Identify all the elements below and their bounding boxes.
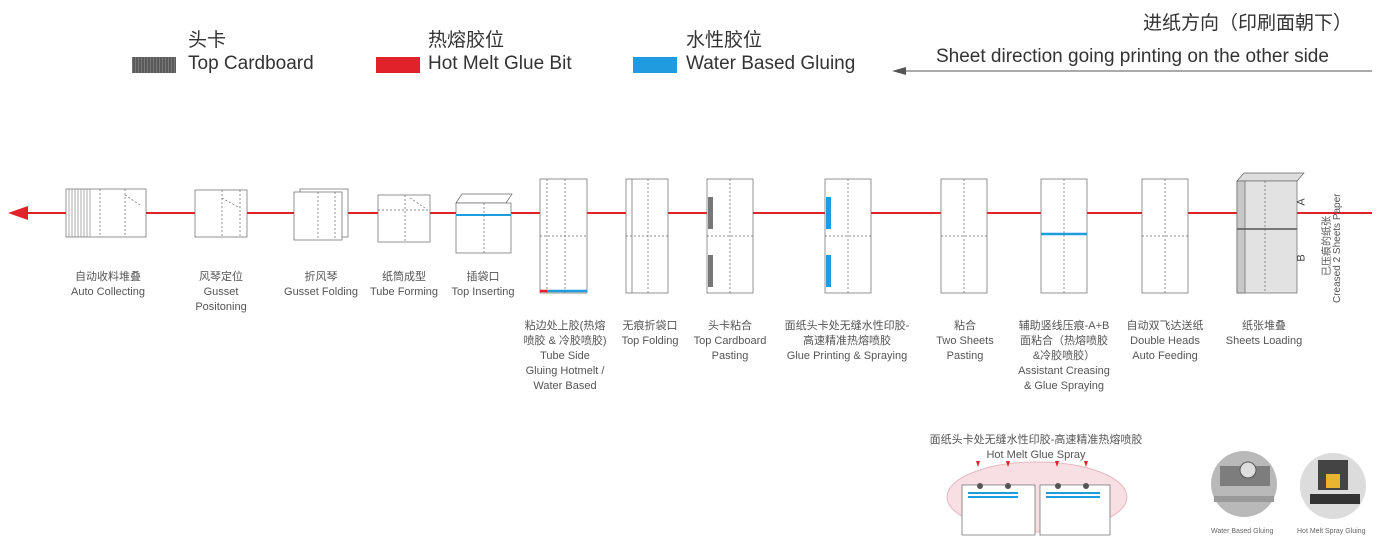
sheet-label-a: A (1295, 198, 1308, 206)
direction-zh: 进纸方向（印刷面朝下） (1143, 12, 1353, 34)
legend-hot-melt-swatch (376, 57, 420, 73)
water-based-photo (1211, 451, 1277, 517)
sheet-label-b: B (1295, 254, 1308, 262)
water-based-photo-caption: Water Based Gluing (1211, 528, 1274, 535)
legend-water-based-swatch (633, 57, 677, 73)
top-folding-graphic (625, 178, 669, 294)
direction-en: Sheet direction going printing on the ot… (936, 46, 1329, 67)
direction-arrow (892, 67, 1372, 75)
gusset-folding-graphic (293, 188, 349, 241)
sheet-side-label-zh: 已压痕的纸张 (1322, 216, 1333, 276)
top-cardboard-pasting-graphic (706, 178, 754, 294)
legend-top-cardboard-en: Top Cardboard (188, 53, 314, 74)
two-sheets-pasting-graphic (940, 178, 988, 294)
glue-printing-graphic (824, 178, 872, 294)
legend-water-based-zh: 水性胶位 (686, 29, 763, 51)
auto-collecting-graphic (65, 188, 147, 238)
sheet-side-label-en: Creased 2 Sheets Paper (1332, 193, 1343, 303)
hot-melt-photo (1300, 453, 1366, 519)
tube-side-gluing-graphic (539, 178, 588, 294)
legend-top-cardboard-swatch (132, 57, 176, 73)
detail-bubble (946, 461, 1128, 536)
sheets-loading-graphic (1236, 172, 1305, 294)
legend-hot-melt-zh: 热熔胶位 (428, 29, 505, 51)
legend-hot-melt-en: Hot Melt Glue Bit (428, 53, 572, 74)
assistant-creasing-graphic (1040, 178, 1088, 294)
legend-top-cardboard-zh: 头卡 (188, 29, 227, 51)
top-inserting-graphic (455, 193, 513, 254)
tube-forming-graphic (377, 194, 431, 243)
legend-water-based-en: Water Based Gluing (686, 53, 856, 74)
gusset-positoning-graphic (194, 189, 248, 238)
hot-melt-photo-caption: Hot Melt Spray Gluing (1297, 528, 1366, 535)
double-heads-graphic (1141, 178, 1189, 294)
